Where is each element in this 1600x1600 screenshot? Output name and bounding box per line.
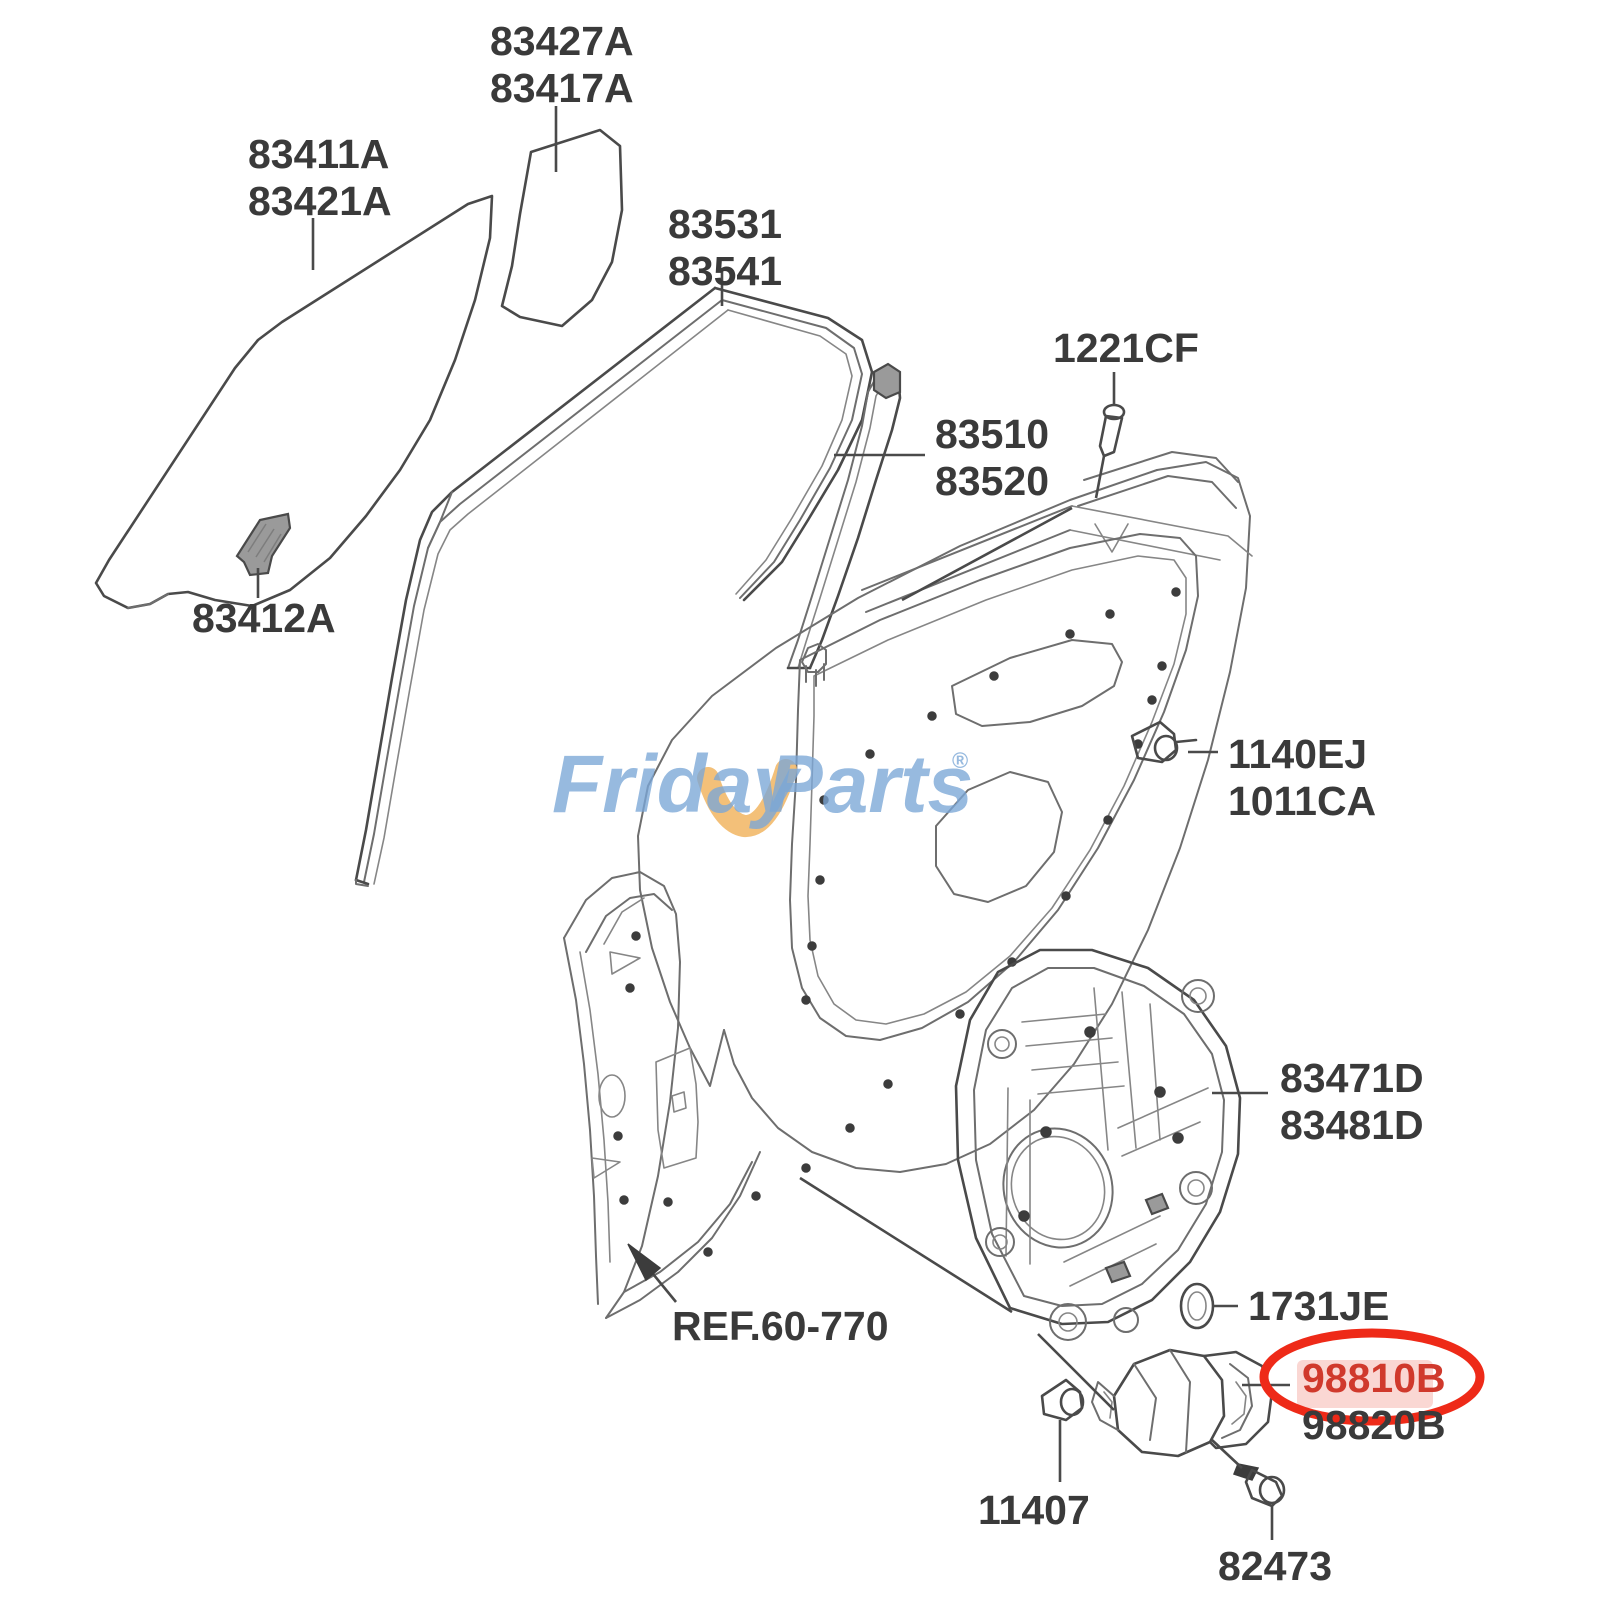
rear-vent-glass-shape	[500, 128, 624, 328]
label-ref-note: REF.60-770	[672, 1303, 889, 1349]
label-83541: 83541	[668, 248, 782, 294]
watermark-text-primary: Friday	[552, 739, 802, 830]
window-regulator-carrier-plate	[954, 948, 1242, 1341]
leader-lines	[256, 106, 1290, 1540]
bolt-11407	[1040, 1378, 1085, 1422]
glass-holder-clip-83412A	[235, 512, 292, 577]
label-82473: 82473	[1218, 1543, 1332, 1589]
label-98810B: 98810B	[1302, 1355, 1446, 1401]
window-run-channel-83531	[354, 286, 874, 887]
label-1140EJ: 1140EJ	[1228, 731, 1367, 777]
screw-1221CF	[1098, 403, 1126, 458]
label-11407: 11407	[978, 1487, 1090, 1533]
door-panel-assembly	[563, 451, 1253, 1319]
part-number-labels: 83411A 83421A 83427A 83417A 83531 83541 …	[192, 18, 1446, 1589]
label-83411A: 83411A	[248, 131, 389, 177]
label-83417A: 83417A	[490, 65, 634, 111]
highlight-annotation-98810B	[1259, 1328, 1485, 1426]
watermark-registered-mark: ®	[952, 748, 968, 773]
door-window-glass-shape	[94, 194, 494, 610]
label-83427A: 83427A	[490, 18, 634, 64]
label-1731JE: 1731JE	[1248, 1283, 1389, 1329]
label-83520: 83520	[935, 458, 1049, 504]
label-83531: 83531	[668, 201, 782, 247]
watermark-text-secondary: Parts	[768, 739, 973, 830]
label-1221CF: 1221CF	[1053, 325, 1199, 371]
screw-82473	[1233, 1463, 1286, 1508]
grommet-1731JE	[1179, 1282, 1215, 1330]
power-window-motor-assembly	[1091, 1348, 1274, 1458]
label-1011CA: 1011CA	[1228, 778, 1376, 824]
label-83481D: 83481D	[1280, 1102, 1424, 1148]
fridayparts-watermark: Friday Parts ®	[552, 739, 973, 837]
bolt-1140EJ	[1130, 720, 1198, 764]
label-83471D: 83471D	[1280, 1055, 1424, 1101]
label-83412A: 83412A	[192, 595, 336, 641]
label-83421A: 83421A	[248, 178, 392, 224]
label-83510: 83510	[935, 411, 1049, 457]
label-98820B: 98820B	[1302, 1402, 1446, 1448]
